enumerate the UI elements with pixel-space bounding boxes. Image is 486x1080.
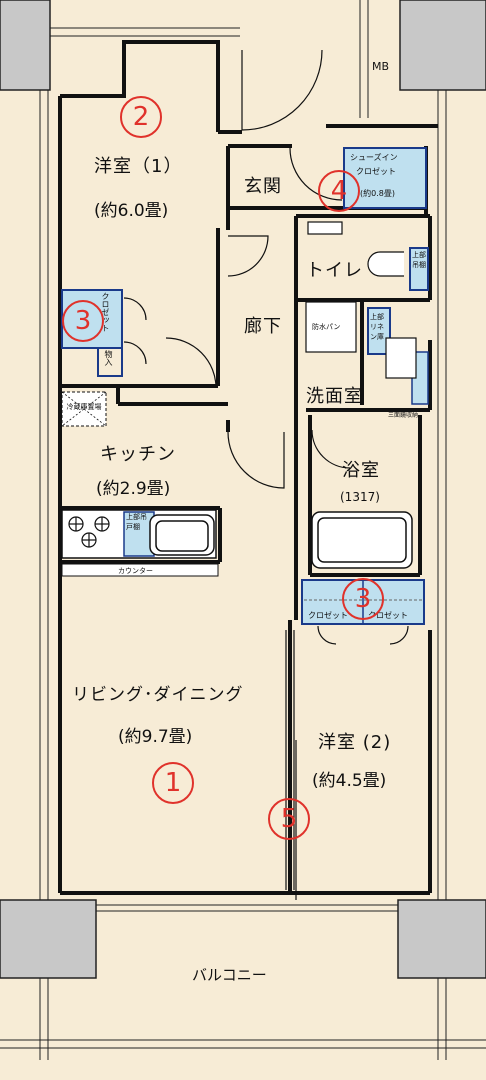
- washbasin: [385, 337, 417, 379]
- shoe-closet-line1: シューズイン: [350, 153, 398, 162]
- living-name: リビング･ダイニング: [72, 685, 244, 705]
- marker-5: 5: [268, 798, 310, 840]
- toilet-shelf-box: [409, 247, 429, 291]
- stove: [68, 516, 110, 548]
- marker-1: 1: [152, 762, 194, 804]
- living-area: (約9.7畳): [118, 727, 193, 747]
- washroom-storage-label: 三面鏡収納: [388, 412, 419, 419]
- linen-label: 上部リネン庫: [370, 313, 384, 341]
- shoe-closet-area: (約0.8畳): [360, 189, 395, 198]
- fridge-label: 冷蔵庫置場: [66, 403, 102, 411]
- closet-right-label: クロゼット: [368, 611, 408, 620]
- upper-cabinet-box: [123, 511, 155, 557]
- counter-bar: [61, 563, 219, 577]
- interior-walls: [58, 40, 438, 895]
- washroom-label: 洗面室: [306, 386, 363, 407]
- western-room2-name: 洋室 (2): [318, 732, 392, 753]
- hallway-label: 廊下: [244, 316, 282, 337]
- waterproof-pan-box: [305, 301, 357, 353]
- column-bottom-left: [0, 899, 97, 979]
- toilet-bowl: [367, 251, 404, 277]
- western-room1-area: (約6.0畳): [94, 201, 169, 221]
- western-room1-name: 洋室（1）: [94, 156, 183, 177]
- marker-3-room1: 3: [62, 300, 104, 342]
- entrance-label: 玄関: [244, 176, 282, 197]
- storage-box: [97, 347, 123, 377]
- balcony-label: バルコニー: [192, 966, 267, 984]
- kitchen-area: (約2.9畳): [96, 479, 171, 499]
- balcony-railing: [0, 904, 486, 1060]
- marker-2: 2: [120, 96, 162, 138]
- linen-box: [367, 307, 391, 355]
- closet-room1-label: クロゼット: [101, 292, 110, 332]
- column-top-left: [0, 0, 51, 91]
- column-bottom-right: [397, 899, 486, 979]
- toilet-label: トイレ: [306, 260, 363, 281]
- closet-left-label: クロゼット: [308, 611, 348, 620]
- waterproof-pan-label: 防水パン: [312, 323, 341, 331]
- bath-size: (1317): [340, 490, 380, 504]
- kitchen-name: キッチン: [100, 444, 176, 465]
- counter-label: カウンター: [118, 567, 153, 575]
- toilet-tank: [307, 221, 343, 235]
- storage-label: 物入: [104, 350, 113, 366]
- sink: [149, 514, 215, 556]
- bathtub: [311, 511, 413, 569]
- marker-3-room2: 3: [342, 578, 384, 620]
- column-top-right: [399, 0, 486, 91]
- western-room2-area: (約4.5畳): [312, 771, 387, 791]
- bath-name: 浴室: [342, 460, 380, 481]
- exterior-walls: [39, 0, 447, 900]
- shoe-closet-line2: クロゼット: [356, 167, 396, 176]
- mb-label: MB: [372, 60, 390, 73]
- marker-4: 4: [318, 170, 360, 212]
- upper-cabinet-label: 上部吊戸棚: [126, 513, 147, 531]
- toilet-shelf-label: 上部吊棚: [412, 251, 426, 269]
